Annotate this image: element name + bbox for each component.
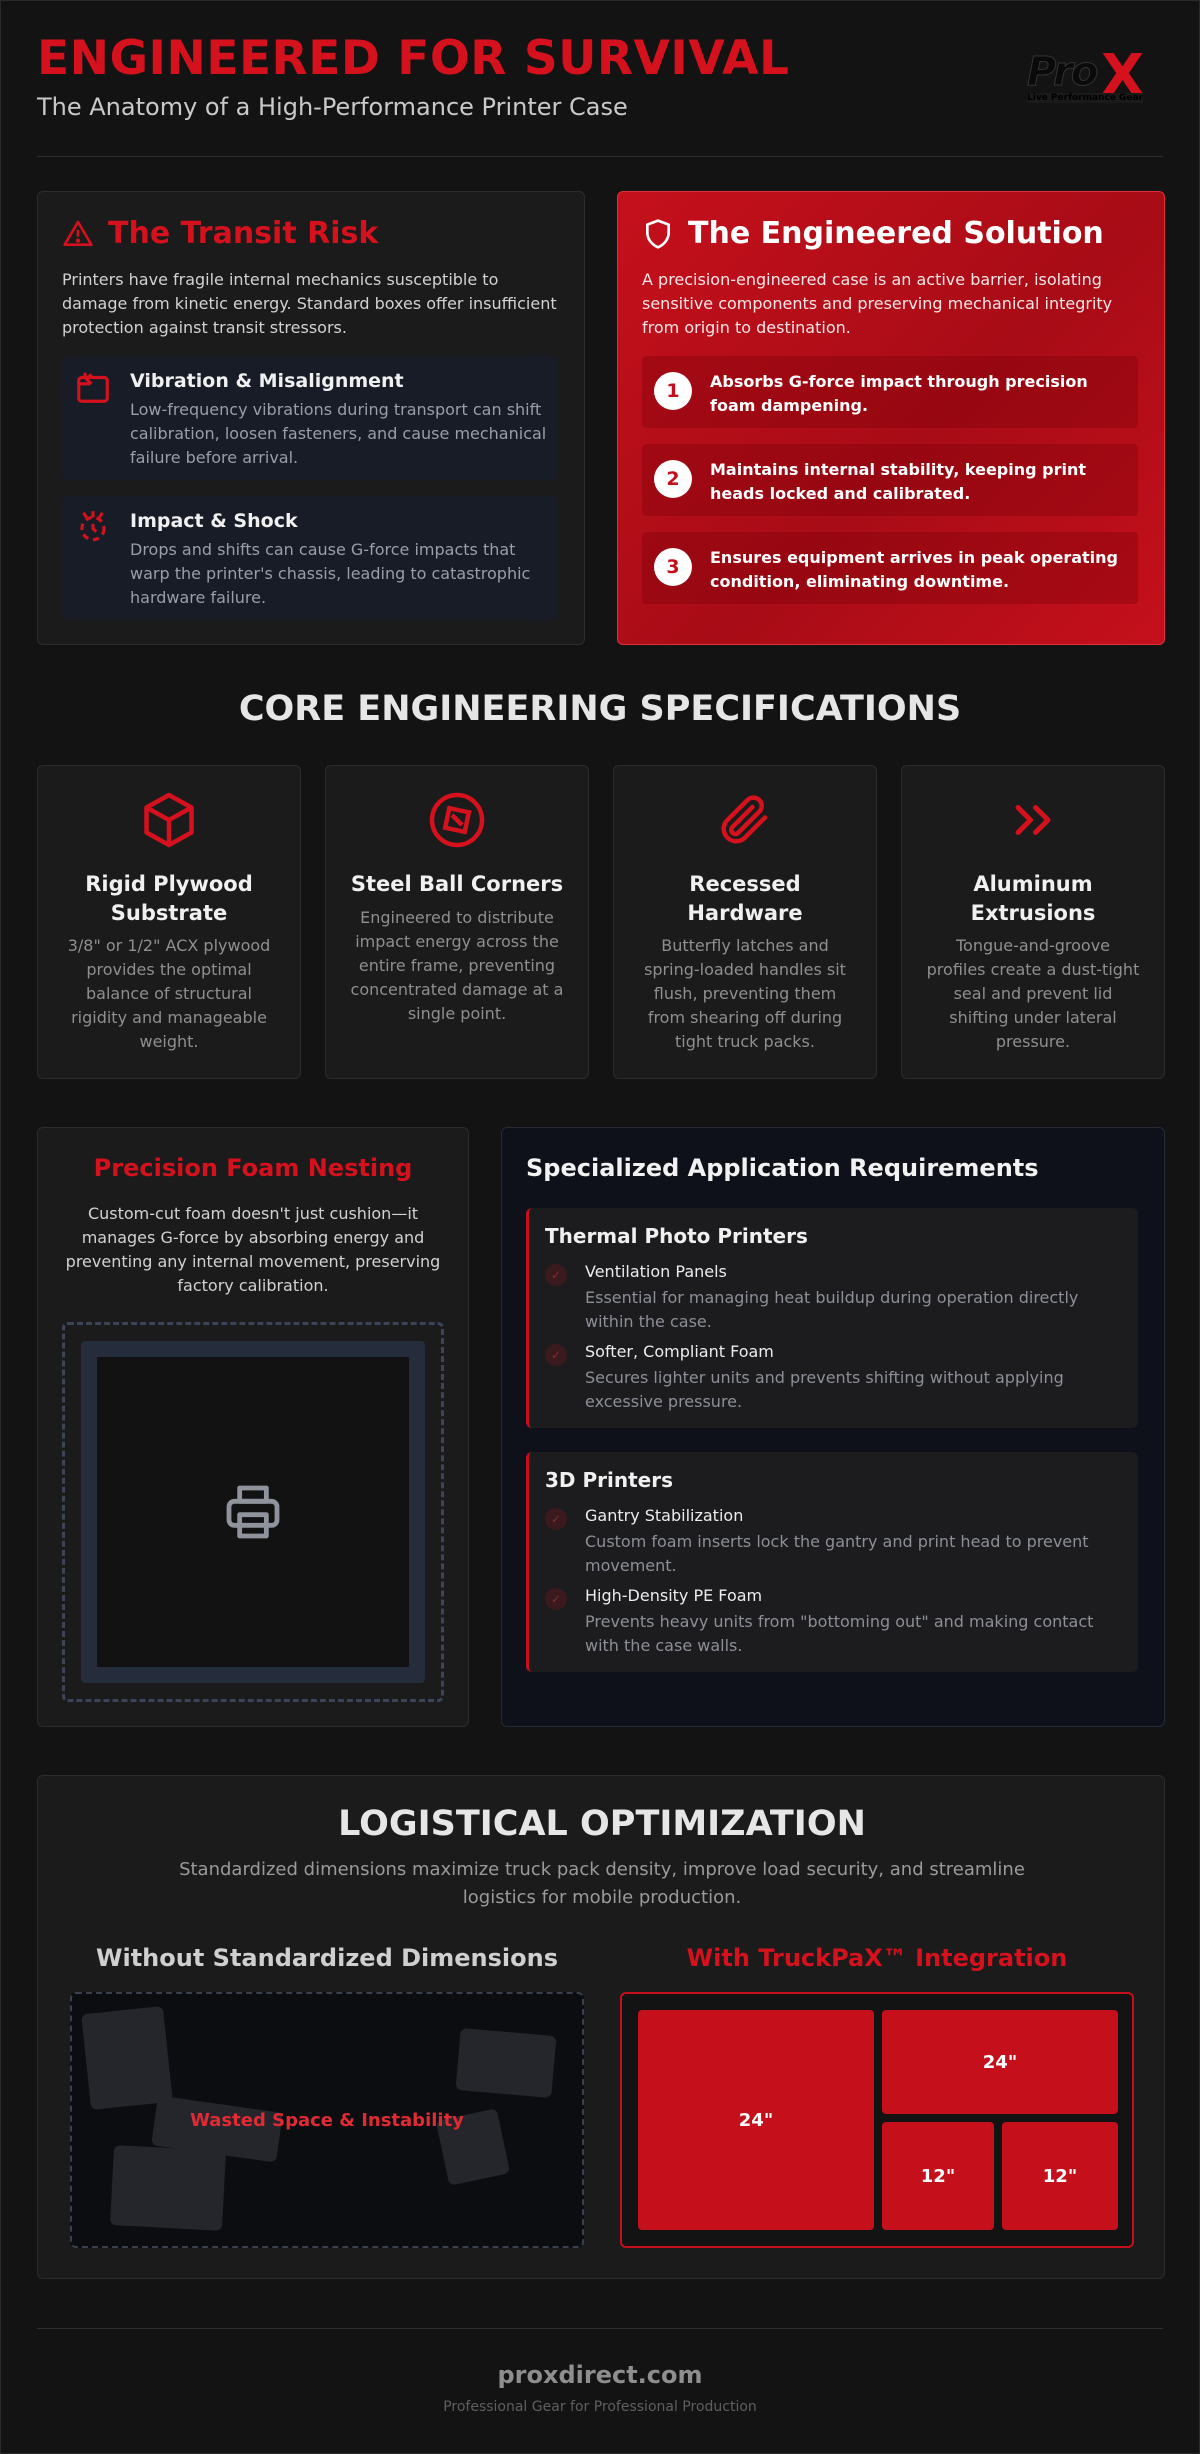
logo-text-pro: Pro xyxy=(1026,49,1098,96)
solution-item-number: 2 xyxy=(654,460,692,498)
vibration-icon xyxy=(77,372,109,403)
spec-description: Tongue-and-groove profiles create a dust… xyxy=(926,936,1140,1051)
solution-item: 2 Maintains internal stability, keeping … xyxy=(642,444,1138,516)
spec-description: Engineered to distribute impact energy a… xyxy=(350,908,564,1023)
application-item: ✓ High-Density PE Foam Prevents heavy un… xyxy=(545,1586,1125,1658)
check-icon: ✓ xyxy=(545,1264,567,1286)
logistics-title: LOGISTICAL OPTIMIZATION xyxy=(338,1804,866,1844)
prox-logo[interactable]: Pro X Live Performance Gear xyxy=(1023,43,1163,108)
logistics-card: LOGISTICAL OPTIMIZATION Standardized dim… xyxy=(37,1775,1165,2279)
spec-title: Recessed Hardware xyxy=(687,872,803,925)
footer-site-link[interactable]: proxdirect.com xyxy=(497,2361,703,2389)
application-item-name: Gantry Stabilization xyxy=(585,1506,744,1525)
foam-diagram xyxy=(62,1322,444,1702)
application-card-title: Thermal Photo Printers xyxy=(545,1224,808,1248)
application-item: ✓ Ventilation Panels Essential for manag… xyxy=(545,1262,1125,1334)
logistics-description: Standardized dimensions maximize truck p… xyxy=(179,1859,1025,1908)
risk-item-description: Drops and shifts can cause G-force impac… xyxy=(130,540,531,607)
spec-title: Aluminum Extrusions xyxy=(970,872,1096,925)
application-card-3d: 3D Printers ✓ Gantry Stabilization Custo… xyxy=(526,1452,1138,1672)
solution-description: A precision-engineered case is an active… xyxy=(642,270,1113,337)
spec-description: 3/8" or 1/2" ACX plywood provides the op… xyxy=(67,936,271,1051)
solution-item: 1 Absorbs G-force impact through precisi… xyxy=(642,356,1138,428)
transit-risk-card: The Transit Risk Printers have fragile i… xyxy=(37,191,585,645)
solution-item-number: 1 xyxy=(654,372,692,410)
risk-item: Impact & Shock Drops and shifts can caus… xyxy=(62,496,558,620)
warning-triangle-icon xyxy=(63,220,93,246)
application-item-name: High-Density PE Foam xyxy=(585,1586,763,1605)
application-item-name: Ventilation Panels xyxy=(585,1262,727,1281)
logo-tagline: Live Performance Gear xyxy=(1027,93,1144,103)
core-specs-title: CORE ENGINEERING SPECIFICATIONS xyxy=(238,689,962,729)
without-diagram: Wasted Space & Instability xyxy=(70,1992,584,2248)
double-chevron-icon xyxy=(1015,805,1051,835)
solution-item-number: 3 xyxy=(654,548,692,586)
foam-layer xyxy=(81,1341,425,1683)
engineered-solution-card: The Engineered Solution A precision-engi… xyxy=(617,191,1165,645)
spec-card: Steel Ball Corners Engineered to distrib… xyxy=(325,765,589,1079)
crate-24-wide: 24" xyxy=(882,2010,1118,2114)
solution-title: The Engineered Solution xyxy=(688,216,1104,251)
application-card-thermal: Thermal Photo Printers ✓ Ventilation Pan… xyxy=(526,1208,1138,1428)
applications-title: Specialized Application Requirements xyxy=(526,1154,1039,1182)
spec-title: Steel Ball Corners xyxy=(350,872,564,896)
check-icon: ✓ xyxy=(545,1588,567,1610)
footer-tagline: Professional Gear for Professional Produ… xyxy=(443,2399,757,2415)
application-item: ✓ Gantry Stabilization Custom foam inser… xyxy=(545,1506,1125,1578)
crate-12: 12" xyxy=(1002,2122,1118,2230)
risk-item-title: Vibration & Misalignment xyxy=(130,370,404,392)
application-card-title: 3D Printers xyxy=(545,1468,673,1492)
spec-card: Recessed Hardware Butterfly latches and … xyxy=(613,765,877,1079)
spec-description: Butterfly latches and spring-loaded hand… xyxy=(644,936,846,1051)
solution-item-text: Ensures equipment arrives in peak operat… xyxy=(710,548,1118,591)
risk-item: Vibration & Misalignment Low-frequency v… xyxy=(62,356,558,480)
check-icon: ✓ xyxy=(545,1508,567,1530)
solution-item: 3 Ensures equipment arrives in peak oper… xyxy=(642,532,1138,604)
page-subtitle: The Anatomy of a High-Performance Printe… xyxy=(37,93,628,121)
check-icon: ✓ xyxy=(545,1344,567,1366)
application-item-description: Essential for managing heat buildup duri… xyxy=(585,1288,1079,1331)
spec-card: Aluminum Extrusions Tongue-and-groove pr… xyxy=(901,765,1165,1079)
printer-icon xyxy=(226,1485,280,1539)
solution-header: The Engineered Solution xyxy=(642,216,1104,251)
loose-box xyxy=(81,2005,173,2111)
application-item-name: Softer, Compliant Foam xyxy=(585,1342,774,1361)
loose-box xyxy=(455,2027,557,2099)
impact-burst-icon xyxy=(80,511,106,542)
application-item-description: Prevents heavy units from "bottoming out… xyxy=(585,1612,1094,1655)
shield-icon xyxy=(646,218,670,249)
application-item: ✓ Softer, Compliant Foam Secures lighter… xyxy=(545,1342,1125,1414)
cube-icon xyxy=(144,792,194,848)
without-title: Without Standardized Dimensions xyxy=(96,1944,558,1972)
spec-title: Rigid Plywood Substrate xyxy=(85,872,253,925)
page-title: ENGINEERED FOR SURVIVAL xyxy=(37,31,790,86)
transit-risk-description: Printers have fragile internal mechanics… xyxy=(62,270,557,337)
application-item-description: Secures lighter units and prevents shift… xyxy=(585,1368,1064,1411)
applications-card: Specialized Application Requirements The… xyxy=(501,1127,1165,1727)
crate-12: 12" xyxy=(882,2122,994,2230)
wasted-space-label: Wasted Space & Instability xyxy=(190,2110,464,2131)
foam-nesting-card: Precision Foam Nesting Custom-cut foam d… xyxy=(37,1127,469,1727)
solution-item-text: Maintains internal stability, keeping pr… xyxy=(710,460,1087,503)
header-divider xyxy=(37,156,1163,157)
transit-risk-header: The Transit Risk xyxy=(62,216,378,251)
solution-item-text: Absorbs G-force impact through precision… xyxy=(710,372,1088,415)
foam-title: Precision Foam Nesting xyxy=(93,1154,413,1182)
risk-item-description: Low-frequency vibrations during transpor… xyxy=(130,400,547,467)
footer-divider xyxy=(37,2328,1163,2329)
foam-cavity xyxy=(97,1357,409,1667)
ball-corner-icon xyxy=(429,792,485,848)
foam-description: Custom-cut foam doesn't just cushion—it … xyxy=(65,1204,441,1295)
risk-item-title: Impact & Shock xyxy=(130,510,298,532)
with-title: With TruckPaX™ Integration xyxy=(686,1944,1068,1972)
loose-box xyxy=(109,2145,227,2231)
transit-risk-title: The Transit Risk xyxy=(108,216,379,251)
crate-24-large: 24" xyxy=(638,2010,874,2230)
spec-card: Rigid Plywood Substrate 3/8" or 1/2" ACX… xyxy=(37,765,301,1079)
paperclip-icon xyxy=(721,795,768,844)
with-diagram: 24" 24" 12" 12" xyxy=(620,1992,1134,2248)
application-item-description: Custom foam inserts lock the gantry and … xyxy=(585,1532,1089,1575)
